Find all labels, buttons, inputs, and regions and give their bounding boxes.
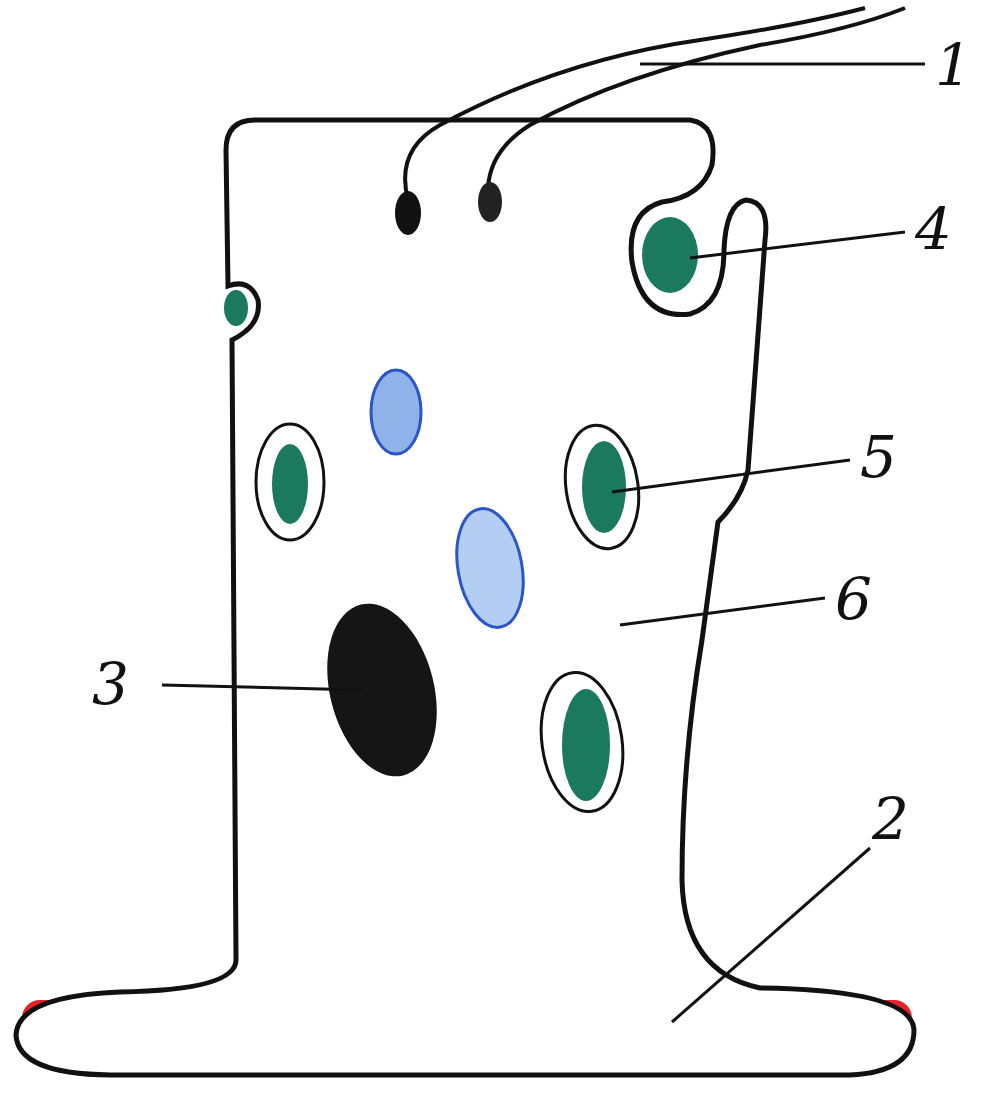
blue-granule: [371, 370, 421, 454]
callout-number: 2: [872, 790, 909, 848]
secretory-granule: [272, 444, 308, 524]
callout-number: 4: [915, 200, 952, 258]
blue-granule: [448, 503, 532, 632]
secretory-granule: [582, 441, 626, 533]
secretory-granule: [562, 689, 610, 801]
callout-number: 6: [835, 570, 872, 628]
secretory-granule: [224, 290, 248, 326]
callout-number: 3: [92, 655, 129, 713]
cell-outline: [16, 120, 914, 1075]
callout-number: 1: [935, 36, 972, 94]
granule-rim: [558, 421, 647, 554]
leader-line: [690, 232, 905, 258]
leader-line: [640, 63, 925, 66]
leader-line: [162, 685, 362, 690]
basal-body: [395, 191, 421, 235]
granule-rim: [256, 424, 324, 540]
granule-rim: [533, 667, 632, 817]
callout-number: 5: [860, 428, 897, 486]
leader-line: [672, 848, 870, 1022]
secretory-granule: [642, 217, 698, 293]
basal-body: [478, 182, 502, 222]
leader-line: [612, 460, 850, 492]
leader-line: [620, 598, 825, 625]
cilium: [488, 8, 905, 188]
